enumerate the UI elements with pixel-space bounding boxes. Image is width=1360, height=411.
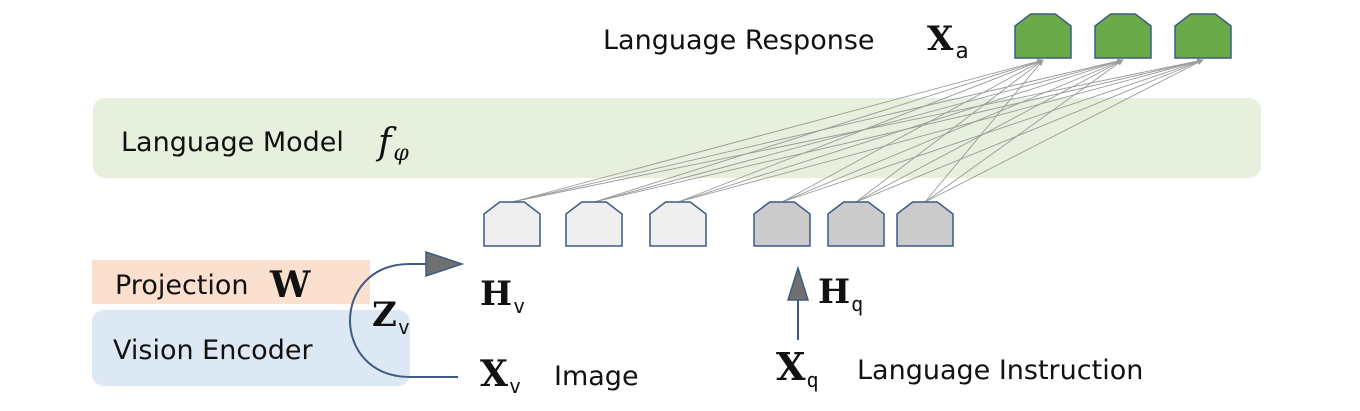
connector-line — [593, 59, 1124, 203]
connector-line — [855, 59, 1044, 203]
hv-arrowhead — [425, 250, 465, 278]
connector-line — [781, 59, 1124, 203]
image-label: Image — [554, 361, 639, 392]
image-token — [483, 201, 541, 247]
response-token — [1094, 13, 1152, 59]
image-token — [565, 201, 623, 247]
instruction-token — [896, 201, 954, 247]
connector-line — [781, 59, 1204, 203]
instruction-token — [827, 201, 885, 247]
hq-symbol: Hq — [818, 272, 863, 316]
language-model-label: Language Model — [121, 127, 344, 158]
image-token — [649, 201, 707, 247]
w-symbol: W — [269, 264, 311, 306]
language-response-label: Language Response — [603, 25, 875, 56]
connector-line — [593, 59, 1044, 203]
xq-symbol: Xq — [776, 344, 819, 392]
response-token — [1014, 13, 1072, 59]
connector-line — [924, 59, 1124, 203]
hv-symbol: Hv — [480, 274, 525, 318]
response-tokens — [1014, 13, 1232, 59]
projection-box — [92, 260, 370, 304]
xv-symbol: Xv — [480, 353, 521, 398]
token-connections — [511, 58, 1204, 203]
language-instruction-label: Language Instruction — [857, 355, 1143, 386]
connector-line — [677, 59, 1204, 203]
connector-line — [924, 59, 1204, 203]
projection-curve — [349, 263, 458, 378]
connector-line — [511, 59, 1044, 203]
connector-line — [855, 59, 1204, 203]
connector-line — [677, 59, 1044, 203]
xa-symbol: Xa — [927, 19, 969, 64]
connector-line — [677, 59, 1124, 203]
connector-line — [593, 58, 1204, 203]
response-token — [1174, 13, 1232, 59]
connector-line — [781, 59, 1044, 203]
hq-arrowhead — [786, 265, 810, 301]
connector-line — [855, 59, 1124, 203]
connector-line — [924, 59, 1044, 203]
vision-encoder-label: Vision Encoder — [113, 335, 313, 366]
image-tokens — [483, 201, 707, 247]
vision-encoder-box — [92, 310, 410, 386]
instruction-token — [753, 201, 811, 247]
zv-symbol: Zv — [372, 295, 410, 339]
instruction-tokens — [753, 201, 954, 247]
language-model-box — [93, 98, 1261, 178]
projection-label: Projection — [115, 270, 249, 301]
